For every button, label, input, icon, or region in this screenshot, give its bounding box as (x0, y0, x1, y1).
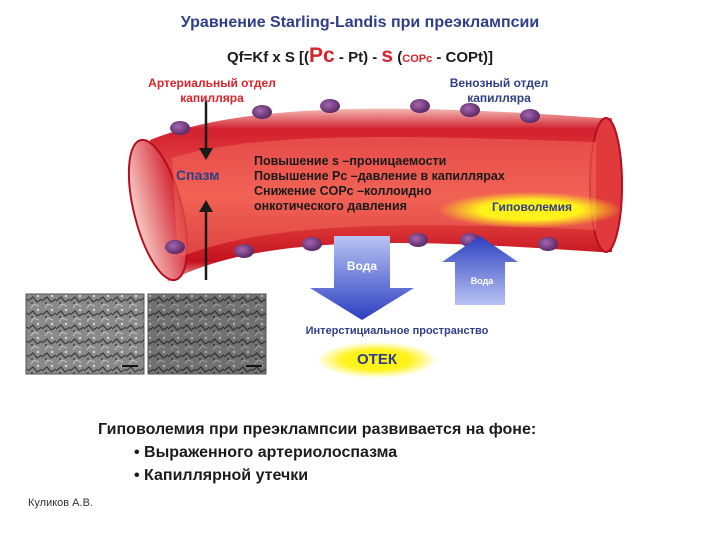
caption: Гиповолемия при преэклампсии развивается… (98, 418, 698, 487)
micrograph-left (25, 293, 145, 375)
cell (520, 109, 540, 123)
hypovolemia-label: Гиповолемия (492, 200, 572, 214)
spasm-arrows (199, 100, 213, 280)
caption-heading: Гиповолемия при преэклампсии развивается… (98, 421, 537, 438)
formula-part2: - Pt) - (334, 49, 382, 66)
cell (252, 105, 272, 119)
formula-copc: COPc (402, 53, 433, 65)
endothelial-cells-top (170, 99, 540, 135)
water-in-arrow (442, 236, 518, 305)
cell (408, 233, 428, 247)
formula-part4: - COPt)] (432, 49, 494, 66)
micrograph-right (147, 293, 267, 375)
water-out-label: Вода (346, 259, 378, 273)
starling-formula: Qf=Kf x S [(Pc - Pt) - s (COPc - COPt)] (0, 44, 720, 68)
author-credit: Куликов А.В. (28, 497, 93, 509)
effect-item: онкотического давления (254, 199, 407, 213)
diagram-title: Уравнение Starling-Landis при преэклампс… (180, 14, 540, 31)
vessel-lumen (172, 136, 596, 258)
water-out-arrow (310, 236, 414, 320)
formula-sigma: s (381, 44, 394, 67)
formula-pc: Pc (309, 44, 335, 67)
effect-item: Снижение COPc –коллоидно (254, 184, 432, 198)
formula-part3: ( (393, 49, 403, 66)
venous-label: Венозный отдел капилляра (449, 76, 549, 105)
cell (410, 99, 430, 113)
cell (302, 237, 322, 251)
spasm-label: Спазм (176, 167, 220, 183)
effect-item: Повышение s –проницаемости (254, 154, 447, 168)
arterial-label: Артериальный отдел капилляра (148, 76, 276, 105)
interstitial-label: Интерстициальное пространство (305, 325, 489, 337)
caption-item: • Выраженного артериолоспазма (134, 444, 398, 461)
interstitial-band (270, 322, 528, 342)
cell (234, 244, 254, 258)
effects-list: Повышение s –проницаемости Повышение Pc … (254, 154, 564, 214)
edema-label: ОТЕК (357, 351, 397, 368)
formula-part1: Qf=Kf x S [( (226, 49, 310, 66)
cell (320, 99, 340, 113)
water-in-label: Вода (470, 276, 494, 286)
cell (538, 237, 558, 251)
effect-item: Повышение Pc –давление в капиллярах (254, 169, 505, 183)
edema-highlight (317, 342, 437, 378)
hypovolemia-highlight (438, 192, 622, 228)
cell (165, 240, 185, 254)
cell (170, 121, 190, 135)
cell (460, 103, 480, 117)
caption-item: • Капиллярной утечки (134, 467, 309, 484)
